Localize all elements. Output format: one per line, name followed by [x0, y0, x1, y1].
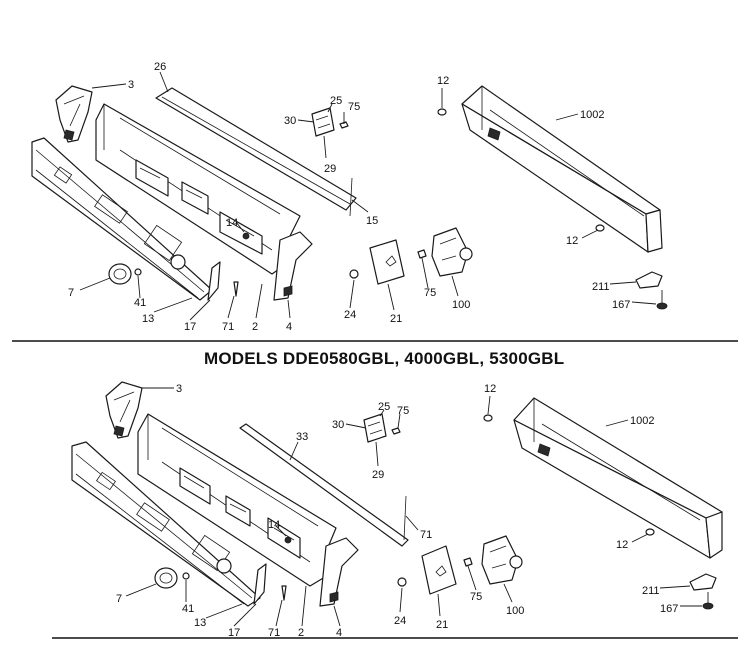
- control-panel-face-part: [71, 441, 261, 607]
- label-41: 41: [134, 297, 146, 309]
- label-30: 30: [284, 115, 296, 127]
- label-24: 24: [344, 309, 356, 321]
- label-2: 2: [252, 321, 258, 333]
- bottom-exploded-view: 3 33 30 25 75 29 12 1002 14 71 12 7 41 1…: [71, 381, 723, 639]
- right-end-cap-part: [319, 537, 359, 607]
- label-71: 71: [420, 529, 432, 541]
- label-167: 167: [612, 299, 630, 311]
- fastener-part: [463, 557, 473, 567]
- knob-clip-part: [182, 572, 190, 580]
- mounting-plate-part: [421, 545, 457, 595]
- bottom-leader-lines: [125, 387, 702, 627]
- label-1002: 1002: [580, 109, 604, 121]
- end-cap-bracket-part: [105, 381, 143, 439]
- switch-part: [242, 232, 250, 240]
- label-21: 21: [436, 619, 448, 631]
- label-211: 211: [592, 281, 610, 293]
- models-title: MODELS DDE0580GBL, 4000GBL, 5300GBL: [204, 349, 564, 368]
- label-25: 25: [378, 401, 390, 413]
- label-41: 41: [182, 603, 194, 615]
- leveling-screw-part: [656, 290, 668, 310]
- label-3: 3: [176, 383, 182, 395]
- label-2: 2: [298, 627, 304, 639]
- label-71-lower: 71: [268, 627, 280, 639]
- end-cap-bracket-part: [55, 85, 93, 143]
- top-leader-lines: [79, 71, 657, 321]
- label-14: 14: [226, 217, 238, 229]
- hex-nut-part-lower: [595, 224, 605, 232]
- label-26: 26: [154, 61, 166, 73]
- label-14: 14: [268, 519, 280, 531]
- label-12-lower: 12: [616, 539, 628, 551]
- label-17: 17: [228, 627, 240, 639]
- label-75-lower: 75: [470, 591, 482, 603]
- label-25: 25: [330, 95, 342, 107]
- switch-assembly-part: [363, 413, 401, 443]
- nut-part: [349, 269, 359, 279]
- top-exploded-view: 3 26 30 25 75 29 12 1002 15 14 12 7 41 1…: [31, 61, 668, 333]
- control-bracket-part: [207, 261, 221, 301]
- label-4: 4: [336, 627, 342, 639]
- rear-housing-part: [461, 85, 663, 253]
- label-1002: 1002: [630, 415, 654, 427]
- mounting-plate-part: [369, 239, 405, 285]
- label-12: 12: [437, 75, 449, 87]
- knob-clip-part: [134, 268, 142, 276]
- screw-part: [233, 281, 239, 297]
- label-71: 71: [222, 321, 234, 333]
- fastener-part: [417, 249, 427, 259]
- label-7: 7: [116, 593, 122, 605]
- top-trim-strip-part: [155, 87, 357, 211]
- knob-part: [108, 263, 132, 285]
- label-211: 211: [642, 585, 660, 597]
- label-75-lower: 75: [424, 287, 436, 299]
- long-screw-part: [349, 177, 353, 217]
- label-100: 100: [452, 299, 470, 311]
- timer-part: [481, 535, 523, 585]
- hex-nut-part: [437, 108, 447, 116]
- label-33: 33: [296, 431, 308, 443]
- timer-part: [431, 227, 473, 277]
- label-75: 75: [397, 405, 409, 417]
- top-part-labels: 3 26 30 25 75 29 12 1002 15 14 12 7 41 1…: [68, 61, 630, 333]
- leveling-bracket-part: [689, 573, 717, 591]
- switch-assembly-part: [311, 107, 349, 137]
- label-24: 24: [394, 615, 406, 627]
- label-17: 17: [184, 321, 196, 333]
- leveling-bracket-part: [635, 271, 663, 289]
- label-30: 30: [332, 419, 344, 431]
- label-13: 13: [194, 617, 206, 629]
- label-100: 100: [506, 605, 524, 617]
- right-end-cap-part: [273, 231, 313, 301]
- label-4: 4: [286, 321, 292, 333]
- label-21: 21: [390, 313, 402, 325]
- label-75: 75: [348, 101, 360, 113]
- label-3: 3: [128, 79, 134, 91]
- nut-part: [397, 577, 407, 587]
- knob-part: [154, 567, 178, 589]
- control-bracket-part: [253, 563, 267, 605]
- label-12: 12: [484, 383, 496, 395]
- screw-part: [281, 585, 287, 601]
- backsplash-frame-part: [95, 103, 301, 275]
- label-15: 15: [366, 215, 378, 227]
- leveling-screw-part: [702, 592, 714, 610]
- label-12-lower: 12: [566, 235, 578, 247]
- hex-nut-part-lower: [645, 528, 655, 536]
- label-167: 167: [660, 603, 678, 615]
- label-29: 29: [372, 469, 384, 481]
- label-29: 29: [324, 163, 336, 175]
- control-panel-face-part: [31, 137, 213, 301]
- hex-nut-part: [483, 414, 493, 422]
- long-screw-part: [403, 495, 407, 541]
- rear-housing-part: [513, 397, 723, 559]
- switch-part: [284, 536, 292, 544]
- support-rail-part: [239, 423, 409, 547]
- label-7: 7: [68, 287, 74, 299]
- label-13: 13: [142, 313, 154, 325]
- bottom-part-labels: 3 33 30 25 75 29 12 1002 14 71 12 7 41 1…: [116, 383, 678, 639]
